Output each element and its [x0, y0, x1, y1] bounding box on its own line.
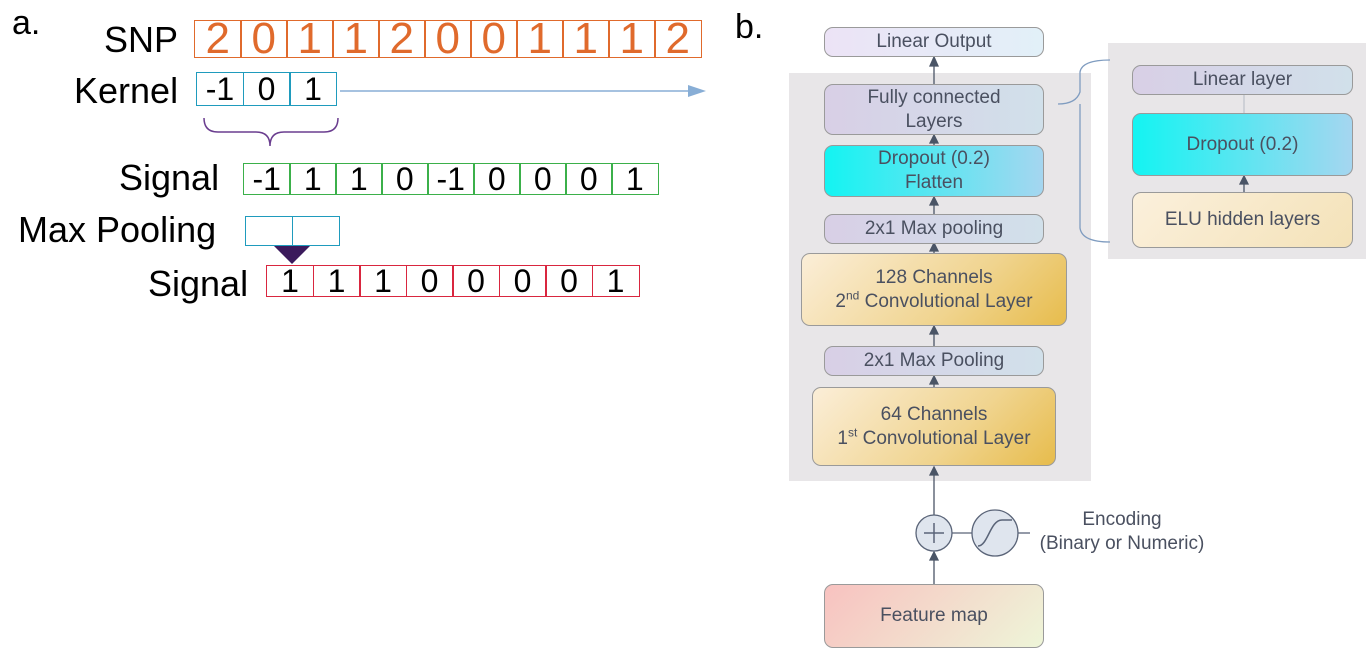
- encoding-line-2: (Binary or Numeric): [1039, 533, 1205, 554]
- fc-line-2: Layers: [905, 110, 963, 132]
- dropout-line-1: Dropout (0.2): [878, 148, 990, 169]
- signal-cell: -1: [427, 163, 475, 195]
- snp-cell: 1: [332, 17, 380, 61]
- encoding-line-1: Encoding: [1082, 509, 1162, 530]
- kernel-cell: 0: [242, 72, 291, 106]
- conv2-line-1: 128 Channels: [875, 266, 993, 288]
- linear-output-box: Linear Output: [824, 27, 1044, 57]
- kernel-arrow-head: [688, 85, 706, 97]
- panel-a-label: a.: [12, 4, 41, 42]
- pooling-pointer: [274, 246, 310, 264]
- kernel-cell: 1: [289, 72, 337, 106]
- conv1-box: 64 Channels 1st Convolutional Layer: [812, 387, 1056, 466]
- detail-dropout-box: Dropout (0.2): [1132, 113, 1353, 176]
- snp-cell: 1: [516, 17, 564, 61]
- detail-elu-box: ELU hidden layers: [1132, 192, 1353, 248]
- max-pooling-window: [245, 216, 340, 246]
- pooling-window-cell: [245, 216, 293, 246]
- conv1-line-1: 64 Channels: [880, 403, 988, 425]
- encoding-label: Encoding (Binary or Numeric): [1032, 508, 1212, 556]
- signal-cell: 0: [381, 163, 429, 195]
- pooling-window-cell: [291, 216, 340, 246]
- dropout-line-2: Flatten: [904, 172, 964, 193]
- activation-icon: [971, 509, 1019, 557]
- pool1-text: 2x1 Max Pooling: [863, 350, 1005, 371]
- snp-cell: 2: [654, 17, 702, 61]
- max-pooling-label: Max Pooling: [18, 209, 217, 250]
- signal-cell: 1: [611, 163, 659, 195]
- detail-linear-text: Linear layer: [1192, 69, 1293, 90]
- conv1-line-2: 1st Convolutional Layer: [837, 425, 1031, 449]
- detail-linear-box: Linear layer: [1132, 65, 1353, 95]
- snp-cell: 1: [562, 17, 610, 61]
- signal-cell: 1: [335, 163, 383, 195]
- snp-cell: 0: [470, 17, 518, 61]
- snp-label: SNP: [104, 19, 179, 60]
- snp-cell: 0: [240, 17, 288, 61]
- detail-elu-text: ELU hidden layers: [1164, 209, 1321, 230]
- fc-detail-brace: [1057, 59, 1111, 243]
- pooled-signal-cell: 0: [452, 265, 500, 297]
- pooled-signal-cell: 1: [359, 265, 407, 297]
- dropout-flatten-box: Dropout (0.2) Flatten: [824, 145, 1044, 197]
- max-pooling-2-box: 2x1 Max pooling: [824, 214, 1044, 244]
- conv2-box: 128 Channels 2nd Convolutional Layer: [801, 253, 1067, 326]
- pool2-text: 2x1 Max pooling: [864, 218, 1004, 239]
- signal-cell: 0: [519, 163, 567, 195]
- snp-cell: 1: [608, 17, 656, 61]
- pooled-signal-cell: 1: [591, 265, 640, 297]
- signal-cell: -1: [243, 163, 291, 195]
- signal-cell: 0: [473, 163, 521, 195]
- signal-cell: 1: [289, 163, 337, 195]
- snp-cell: 1: [286, 17, 334, 61]
- panel-b-label: b.: [735, 8, 764, 46]
- snp-cell: 2: [378, 17, 426, 61]
- conv2-line-2: 2nd Convolutional Layer: [835, 288, 1033, 312]
- detail-dropout-text: Dropout (0.2): [1186, 133, 1299, 155]
- panel-a-connectors: [203, 85, 706, 264]
- linear-output-text: Linear Output: [876, 31, 992, 52]
- pooled-signal-cell: 0: [498, 265, 547, 297]
- pooled-signal-cell: 1: [266, 265, 314, 297]
- fc-line-1: Fully connected: [867, 86, 1001, 108]
- max-pooling-1-box: 2x1 Max Pooling: [824, 346, 1044, 376]
- feature-map-box: Feature map: [824, 584, 1044, 648]
- signal-label-2: Signal: [148, 263, 249, 304]
- pooled-signal-cell: 0: [405, 265, 454, 297]
- signal-cell: 0: [565, 163, 613, 195]
- pooled-signal-cell: 1: [312, 265, 361, 297]
- kernel-label: Kernel: [74, 70, 179, 111]
- pooled-signal-cell: 0: [545, 265, 593, 297]
- signal-label-1: Signal: [119, 157, 220, 198]
- kernel-cell: -1: [196, 72, 244, 106]
- snp-cell: 2: [194, 17, 242, 61]
- snp-cell: 0: [424, 17, 472, 61]
- feature-map-text: Feature map: [880, 605, 988, 626]
- kernel-brace: [203, 117, 339, 147]
